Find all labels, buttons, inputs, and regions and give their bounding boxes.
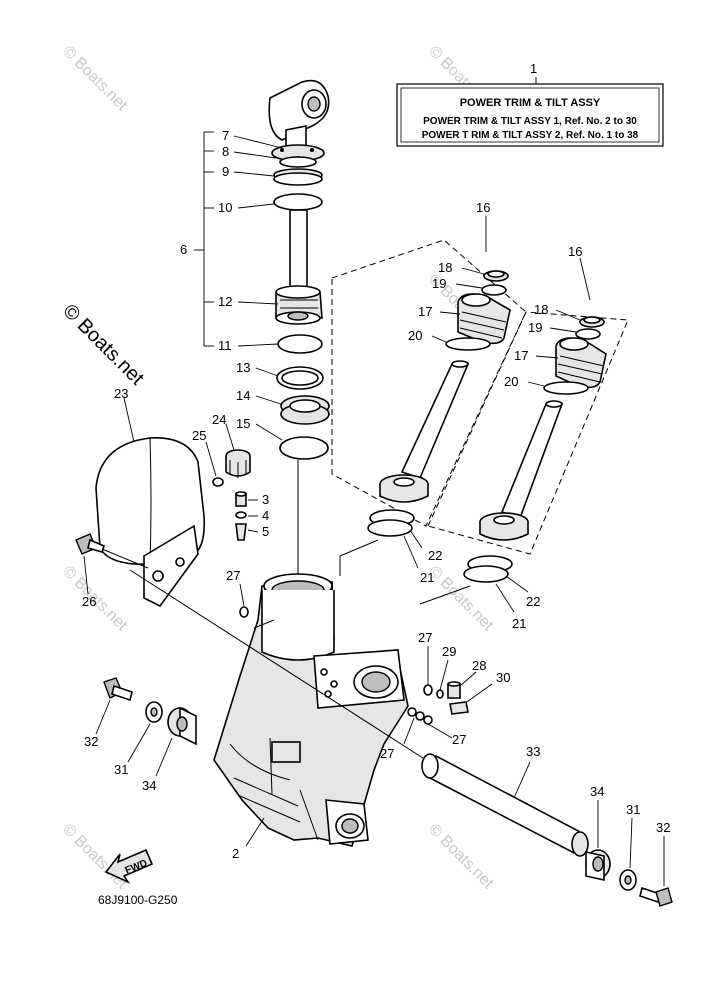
callout-19-right: 19 xyxy=(528,320,542,335)
watermark-main: © Boats.net xyxy=(58,300,148,390)
callout-33: 33 xyxy=(526,744,540,759)
callout-10: 10 xyxy=(218,200,232,215)
callout-17-right: 17 xyxy=(514,348,528,363)
callout-28: 28 xyxy=(472,658,486,673)
callout-26: 26 xyxy=(82,594,96,609)
callout-3: 3 xyxy=(262,492,269,507)
callout-32-right: 32 xyxy=(656,820,670,835)
callout-9: 9 xyxy=(222,164,229,179)
callout-32-left: 32 xyxy=(84,734,98,749)
callout-12: 12 xyxy=(218,294,232,309)
callout-30: 30 xyxy=(496,670,510,685)
title-box: 1 POWER TRIM & TILT ASSY POWER TRIM & TI… xyxy=(396,61,664,147)
callout-27-lower-right: 27 xyxy=(452,732,466,747)
callout-11: 11 xyxy=(218,338,232,353)
callout-29: 29 xyxy=(442,644,456,659)
title-box-line-2: POWER T RIM & TILT ASSY 2, Ref. No. 1 to… xyxy=(422,130,639,141)
callout-14: 14 xyxy=(236,388,250,403)
callout-5: 5 xyxy=(262,524,269,539)
trim-cylinder-left xyxy=(331,239,527,527)
callout-1: 1 xyxy=(530,61,537,76)
callout-21-left: 21 xyxy=(420,570,434,585)
callout-15: 15 xyxy=(236,416,250,431)
valves-28-30 xyxy=(447,681,469,715)
callout-34-right: 34 xyxy=(590,784,604,799)
o-rings-27 xyxy=(239,583,493,745)
drawing-code: 68J9100-G250 xyxy=(98,893,178,907)
callout-18-right: 18 xyxy=(534,302,548,317)
small-parts xyxy=(205,423,259,541)
callout-6: 6 xyxy=(180,242,187,257)
bracket-6-leaders xyxy=(194,131,283,441)
title-box-line-1: POWER TRIM & TILT ASSY 1, Ref. No. 2 to … xyxy=(423,116,637,127)
cylinder-leaders xyxy=(403,216,591,613)
callout-23: 23 xyxy=(114,386,128,401)
tilt-shaft-33 xyxy=(129,569,589,857)
fwd-arrow-icon: FWD xyxy=(104,848,154,884)
callout-16-right: 16 xyxy=(568,244,582,259)
washers-21-22 xyxy=(339,509,513,605)
callout-27-lower-left: 27 xyxy=(380,746,394,761)
trim-cylinder-right xyxy=(427,311,629,555)
left-hardware xyxy=(95,677,197,777)
callout-25: 25 xyxy=(192,428,206,443)
callout-7: 7 xyxy=(222,128,229,143)
callout-22-left: 22 xyxy=(428,548,442,563)
callout-22-right: 22 xyxy=(526,594,540,609)
callout-4: 4 xyxy=(262,508,269,523)
callout-16-left: 16 xyxy=(476,200,490,215)
cover-23 xyxy=(95,397,206,608)
bolt-26 xyxy=(75,533,149,595)
callout-27-left: 27 xyxy=(226,568,240,583)
callout-2: 2 xyxy=(232,846,239,861)
watermark-7: © Boats.net xyxy=(425,821,497,893)
callout-17-left: 17 xyxy=(418,304,432,319)
watermark-1: © Boats.net xyxy=(59,43,131,115)
callout-24: 24 xyxy=(212,412,226,427)
callout-8: 8 xyxy=(222,144,229,159)
callout-34-left: 34 xyxy=(142,778,156,793)
callout-19-left: 19 xyxy=(432,276,446,291)
callout-20-left: 20 xyxy=(408,328,422,343)
right-hardware xyxy=(585,800,673,907)
callout-31-right: 31 xyxy=(626,802,640,817)
tilt-rod-assembly xyxy=(268,79,330,576)
callout-31-left: 31 xyxy=(114,762,128,777)
callout-21-right: 21 xyxy=(512,616,526,631)
title-box-heading: POWER TRIM & TILT ASSY xyxy=(460,97,601,109)
callout-20-right: 20 xyxy=(504,374,518,389)
callouts: 7 8 9 10 6 12 11 13 14 15 24 25 23 3 4 5… xyxy=(82,128,670,861)
callout-27-top: 27 xyxy=(418,630,432,645)
callout-13: 13 xyxy=(236,360,250,375)
callout-18-left: 18 xyxy=(438,260,452,275)
main-cylinder-body xyxy=(213,573,409,847)
